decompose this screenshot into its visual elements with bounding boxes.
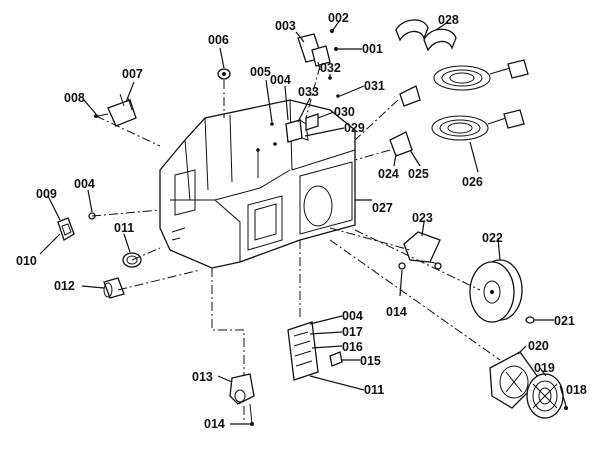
label-006: 006 (208, 33, 229, 47)
label-011-box: 011 (364, 383, 384, 397)
label-003: 003 (275, 19, 296, 33)
label-032: 032 (320, 61, 341, 75)
label-022: 022 (482, 231, 503, 245)
switch-knob-icon (57, 212, 96, 241)
motor-housing-icon (159, 99, 356, 269)
label-027: 027 (372, 201, 393, 215)
label-005: 005 (250, 65, 271, 79)
label-001: 001 (362, 42, 383, 56)
label-017: 017 (342, 325, 363, 339)
label-016: 016 (342, 340, 363, 354)
label-018: 018 (566, 383, 587, 397)
assembly-lines (91, 65, 501, 420)
label-031: 031 (364, 79, 385, 93)
label-004-top: 004 (270, 73, 291, 87)
cord-bushing-icon (103, 277, 125, 299)
label-015: 015 (360, 354, 381, 368)
label-004-box: 004 (342, 309, 363, 323)
label-014-bottom: 014 (204, 417, 225, 431)
leader-lines (39, 19, 567, 425)
label-033: 033 (298, 85, 319, 99)
label-011-left: 011 (114, 221, 134, 235)
label-012: 012 (54, 279, 75, 293)
fan-guard-icon (489, 351, 568, 419)
label-020: 020 (528, 339, 549, 353)
label-030: 030 (334, 105, 355, 119)
mounting-foot-icon (229, 373, 255, 426)
label-009: 009 (36, 187, 57, 201)
label-023: 023 (412, 211, 433, 225)
switch-bracket-icon (94, 93, 137, 127)
label-021: 021 (554, 314, 575, 328)
switch-box-icon (287, 321, 343, 381)
cord-clamp-icon (395, 19, 457, 52)
label-026: 026 (462, 175, 483, 189)
grinding-wheel-icon (469, 259, 535, 324)
label-028: 028 (438, 13, 459, 27)
label-008: 008 (64, 91, 85, 105)
part-labels: 002 003 001 006 005 004 032 031 033 030 … (16, 11, 587, 431)
label-025: 025 (408, 167, 429, 181)
label-010: 010 (16, 254, 37, 268)
label-014-right: 014 (386, 305, 407, 319)
label-013: 013 (192, 370, 213, 384)
switch-plate-icon (297, 29, 338, 71)
label-007: 007 (122, 67, 143, 81)
label-029: 029 (344, 121, 365, 135)
washer-icon (217, 68, 231, 80)
capacitor-icon (270, 76, 340, 146)
power-cord-icon (389, 59, 529, 157)
cover-plate-icon (398, 231, 442, 270)
label-002: 002 (328, 11, 349, 25)
label-019: 019 (534, 361, 555, 375)
label-024: 024 (378, 167, 399, 181)
label-004-left: 004 (74, 177, 95, 191)
